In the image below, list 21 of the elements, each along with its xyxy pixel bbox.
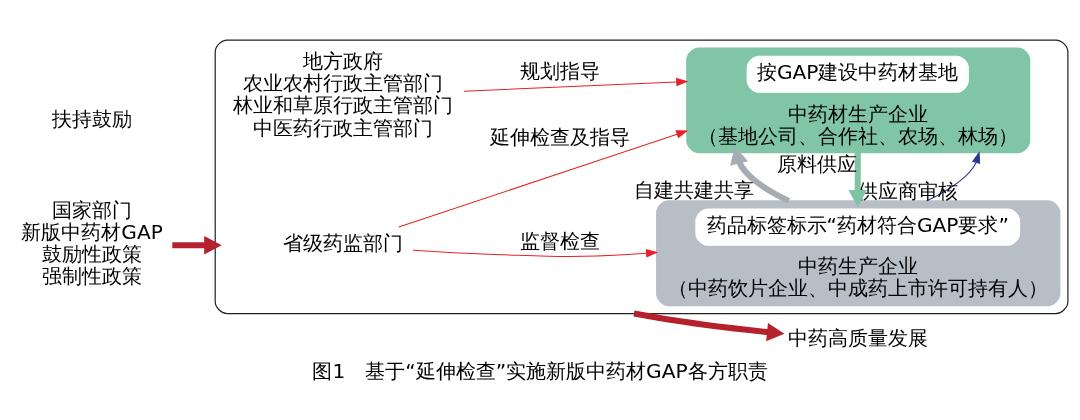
node-text: 省级药监部门 bbox=[283, 231, 404, 256]
node-text: 地方政府 农业农村行政主管部门 林业和草原行政主管部门 中医药行政主管部门 bbox=[233, 49, 454, 140]
edge-label: 原料供应 bbox=[776, 152, 857, 177]
label: 扶持鼓励 bbox=[52, 106, 133, 131]
caption: 图1 基于“延伸检查”实施新版中药材GAP各方职责 bbox=[312, 358, 768, 383]
edge-label: 延伸检查及指导 bbox=[490, 124, 631, 149]
node-text: 中药高质量发展 bbox=[787, 325, 928, 350]
arrow bbox=[172, 236, 222, 255]
edge-label: 规划指导 bbox=[520, 59, 601, 84]
arrow bbox=[848, 152, 867, 208]
node-box: 按GAP建设中药材基地 bbox=[746, 55, 969, 93]
edge-label: 监督检查 bbox=[520, 229, 601, 254]
arrow bbox=[463, 77, 689, 92]
edge-label: 自建共建共享 bbox=[633, 177, 754, 202]
arrow bbox=[633, 310, 785, 342]
arrow bbox=[730, 146, 791, 204]
node-text: 国家部门 新版中药材GAP 鼓励性政策 强制性政策 bbox=[21, 198, 163, 289]
arrow bbox=[412, 249, 659, 258]
arrow bbox=[398, 130, 689, 228]
node-box: 药品标签标示“药材符合GAP要求” bbox=[695, 208, 1021, 246]
cluster bbox=[214, 39, 1069, 315]
